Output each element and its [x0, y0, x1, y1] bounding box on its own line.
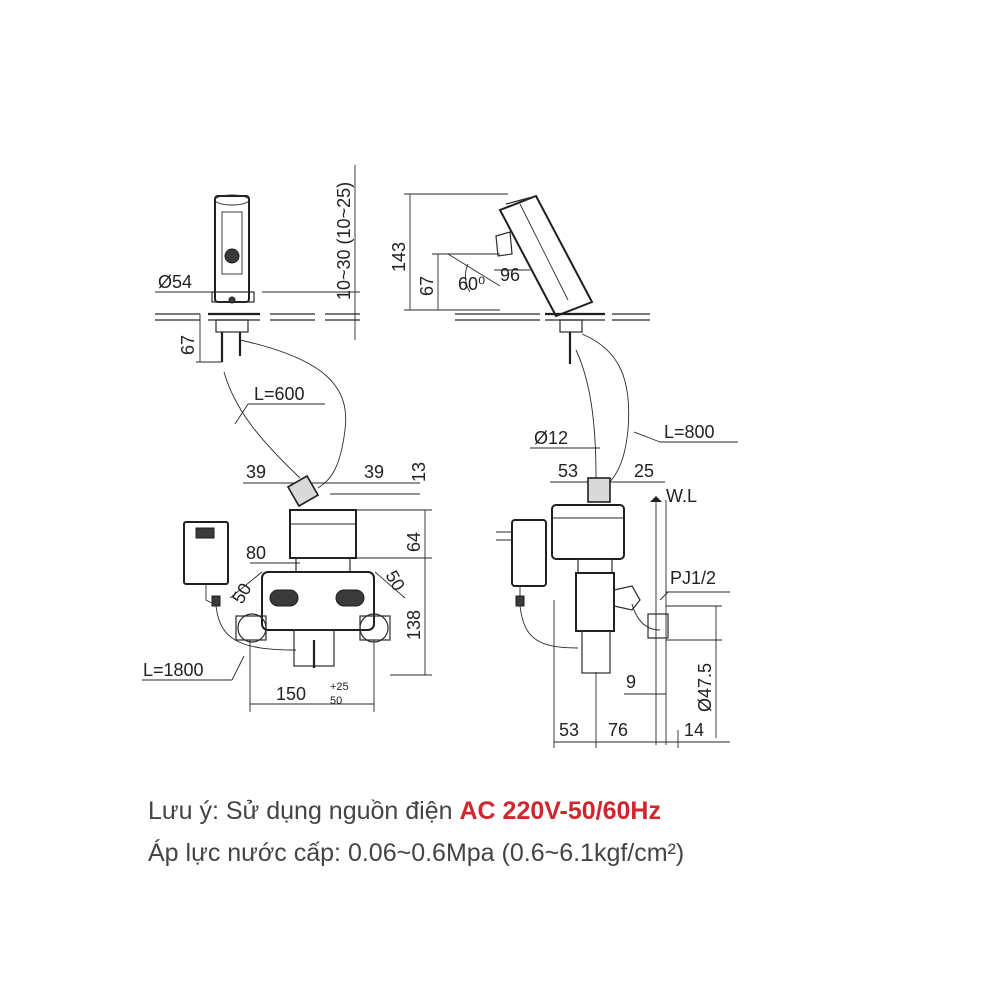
note-pressure: Áp lực nước cấp: 0.06~0.6Mpa (0.6~6.1kgf… — [148, 839, 685, 867]
left-faucet — [208, 194, 260, 362]
dim-dia12: Ø12 — [534, 428, 568, 448]
dim-50-right: 50 — [382, 567, 409, 594]
dim-l800: L=800 — [664, 422, 715, 442]
dim-wl: W.L — [666, 486, 697, 506]
dim-9: 9 — [626, 672, 636, 692]
dim-14: 14 — [684, 720, 704, 740]
dim-l1800: L=1800 — [143, 660, 204, 680]
dim-67-right: 67 — [417, 276, 437, 296]
dim-50-left: 50 — [228, 580, 255, 607]
note-power-spec: AC 220V-50/60Hz — [459, 797, 661, 825]
dim-150: 150 — [276, 684, 306, 704]
note-power-label: Lưu ý: Sử dụng nguồn điện — [148, 797, 460, 825]
dim-10-30: 10~30 (10~25) — [334, 182, 354, 300]
note-power: Lưu ý: Sử dụng nguồn điện AC 220V-50/60H… — [148, 790, 968, 832]
dim-pj: PJ1/2 — [670, 568, 716, 588]
right-valve-body — [551, 477, 669, 674]
right-view: 143 67 60⁰ 96 L=800 — [389, 193, 738, 748]
dim-l600: L=600 — [254, 384, 305, 404]
dim-138: 138 — [404, 610, 424, 640]
dim-39-right: 39 — [364, 462, 384, 482]
dim-angle60: 60⁰ — [458, 274, 485, 294]
dim-dia54: Ø54 — [158, 272, 192, 292]
left-valve-body — [235, 474, 391, 668]
dim-80: 80 — [246, 543, 266, 563]
right-faucet — [495, 194, 605, 364]
dim-dia47: Ø47.5 — [695, 663, 715, 712]
dim-tol-plus: +25 — [330, 681, 349, 693]
right-power-box — [496, 519, 579, 649]
dim-53-top: 53 — [558, 461, 578, 481]
dim-25: 25 — [634, 461, 654, 481]
left-power-box — [183, 521, 297, 651]
dim-39-left: 39 — [246, 462, 266, 482]
dim-53-bottom: 53 — [559, 720, 579, 740]
dim-64: 64 — [404, 532, 424, 552]
dim-tol-minus: 50 — [330, 695, 342, 707]
notes-block: Lưu ý: Sử dụng nguồn điện AC 220V-50/60H… — [148, 790, 968, 874]
dim-76: 76 — [608, 720, 628, 740]
dim-96: 96 — [500, 265, 520, 285]
left-view: Ø54 67 10~30 (10~25) L=600 39 39 13 — [142, 165, 432, 712]
dim-143: 143 — [389, 242, 409, 272]
dim-13: 13 — [409, 462, 429, 482]
dim-67-left: 67 — [178, 335, 198, 355]
sensor-eye-icon — [224, 248, 240, 264]
